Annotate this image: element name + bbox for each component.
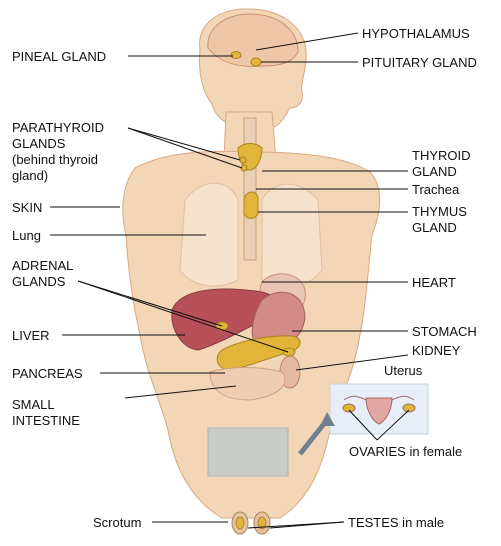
label-small-intestine-2: INTESTINE [12,413,80,428]
label-parathyroid-4: gland) [12,168,48,183]
label-parathyroid-3: (behind thyroid [12,152,98,167]
label-hypothalamus: HYPOTHALAMUS [362,26,470,41]
label-stomach: STOMACH [412,324,477,339]
pineal-gland [231,52,241,59]
label-liver: LIVER [12,328,50,343]
label-pineal-gland: PINEAL GLAND [12,49,106,64]
label-scrotum: Scrotum [93,515,141,530]
lung-right [262,184,322,287]
label-uterus: Uterus [384,363,422,378]
ovary [403,404,415,412]
label-testes: TESTES in male [348,515,444,530]
label-thyroid-2: GLAND [412,164,457,179]
label-thymus-1: THYMUS [412,204,467,219]
thymus-gland [244,192,258,219]
label-heart: HEART [412,275,456,290]
label-adrenal-1: ADRENAL [12,258,73,273]
label-ovaries: OVARIES in female [349,444,462,459]
label-skin: SKIN [12,200,42,215]
testis-gland [236,517,244,529]
pituitary-gland [251,58,261,66]
label-adrenal-2: GLANDS [12,274,65,289]
label-thymus-2: GLAND [412,220,457,235]
label-lung: Lung [12,228,41,243]
leader-testes [270,522,344,528]
label-thyroid-1: THYROID [412,148,471,163]
cover-box [208,428,288,476]
label-kidney: KIDNEY [412,343,460,358]
adrenal-gland [283,348,295,356]
label-parathyroid-2: GLANDS [12,136,65,151]
trachea [244,118,256,260]
label-parathyroid-1: PARATHYROID [12,120,104,135]
label-small-intestine-1: SMALL [12,397,55,412]
ovary [343,404,355,412]
label-trachea: Trachea [412,182,459,197]
label-pituitary-gland: PITUITARY GLAND [362,55,477,70]
label-pancreas: PANCREAS [12,366,83,381]
parathyroid-gland [240,157,246,163]
